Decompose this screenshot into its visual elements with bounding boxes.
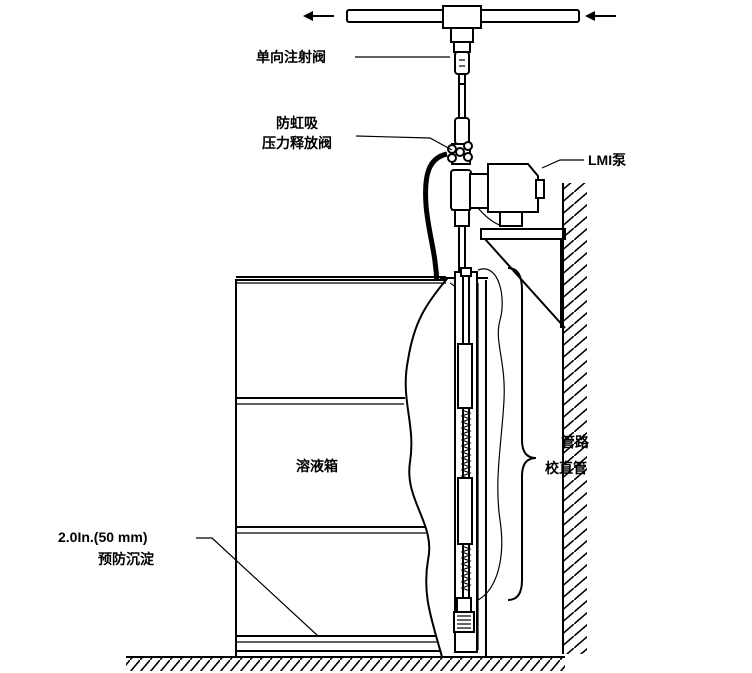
- label-anti-siphon-line2: 压力释放阀: [262, 135, 332, 151]
- label-sediment-line1: 2.0In.(50 mm): [58, 529, 147, 545]
- wall: [562, 183, 587, 654]
- leader-lines: [196, 56, 584, 637]
- calibration-brace: [507, 267, 537, 601]
- discharge-tube: [458, 84, 466, 118]
- floor: [126, 656, 565, 671]
- injection-pipe: [346, 5, 580, 43]
- relief-return-tube: [423, 151, 448, 286]
- label-calibration-line1: 管路: [561, 434, 590, 450]
- check-valve: [453, 41, 471, 85]
- calibration-tube-outline: [477, 268, 505, 601]
- calibration-column: [454, 267, 478, 653]
- flow-arrow-left-icon: [585, 11, 616, 21]
- label-tank: 溶液箱: [296, 458, 338, 474]
- solution-tank: [235, 276, 488, 658]
- flow-arrow-left-icon: [303, 11, 334, 21]
- anti-siphon-valve: [447, 117, 473, 165]
- label-check-valve: 单向注射阀: [256, 49, 326, 65]
- pump-suction-fitting: [454, 209, 470, 272]
- foot-valve: [453, 597, 475, 633]
- lmi-pump: [450, 163, 545, 227]
- label-calibration-line2: 校直管: [545, 460, 587, 476]
- label-pump: LMI泵: [588, 152, 626, 168]
- label-sediment-line2: 预防沉淀: [98, 551, 155, 567]
- label-anti-siphon-line1: 防虹吸: [276, 115, 319, 131]
